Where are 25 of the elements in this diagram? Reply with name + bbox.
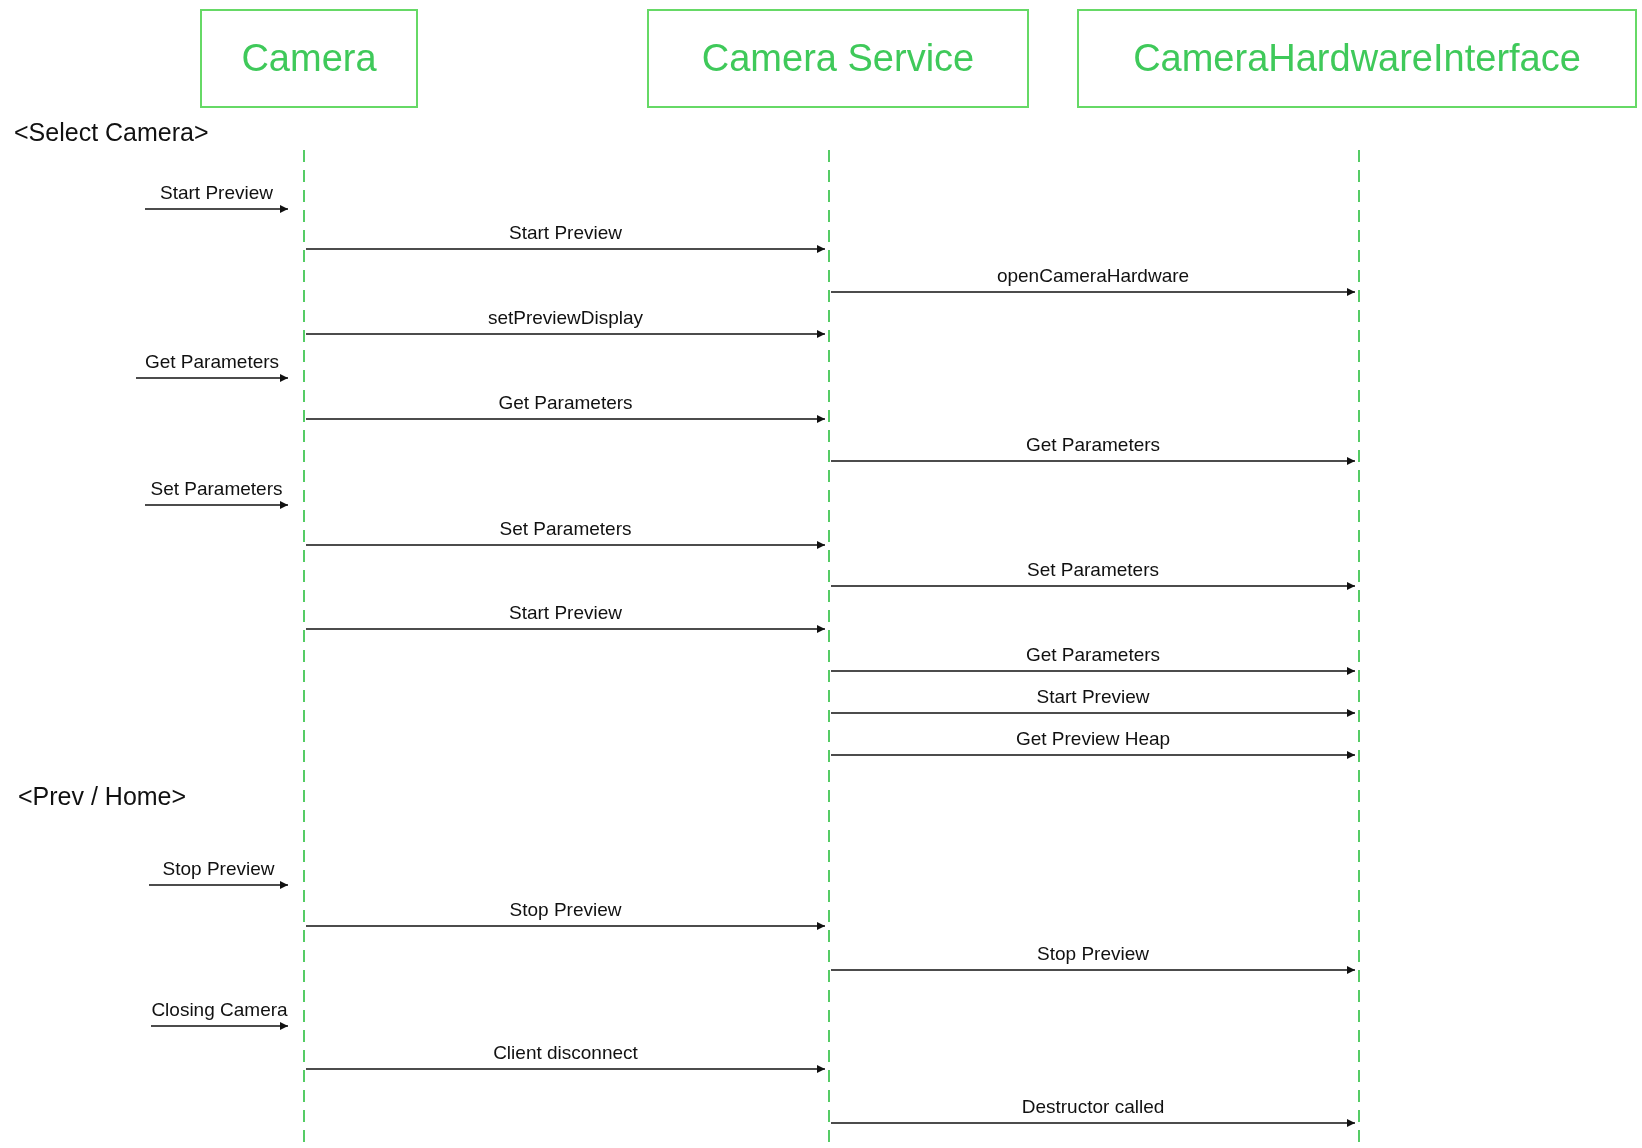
- message-arrow: [830, 1119, 1356, 1127]
- section-label: <Select Camera>: [14, 118, 209, 147]
- participant-name: Camera Service: [701, 37, 975, 80]
- message-arrow: [305, 330, 826, 338]
- message-arrow: [830, 582, 1356, 590]
- message-arrow: [830, 457, 1356, 465]
- message-arrow: [305, 541, 826, 549]
- message-arrow: [830, 709, 1356, 717]
- message-arrow: [830, 966, 1356, 974]
- message-arrow: [830, 288, 1356, 296]
- message-arrow: [305, 245, 826, 253]
- message-arrow: [830, 667, 1356, 675]
- message-arrow: [305, 922, 826, 930]
- participant-name: CameraHardwareInterface: [1133, 37, 1581, 80]
- message-arrow: [135, 374, 289, 382]
- message-arrow: [148, 881, 289, 889]
- message-arrow: [144, 205, 289, 213]
- section-label: <Prev / Home>: [18, 782, 187, 811]
- message-arrow: [305, 625, 826, 633]
- message-arrow: [305, 1065, 826, 1073]
- participant-name: Camera: [241, 37, 377, 80]
- message-arrow: [144, 501, 289, 509]
- message-arrow: [305, 415, 826, 423]
- message-arrow: [150, 1022, 289, 1030]
- message-arrow: [830, 751, 1356, 759]
